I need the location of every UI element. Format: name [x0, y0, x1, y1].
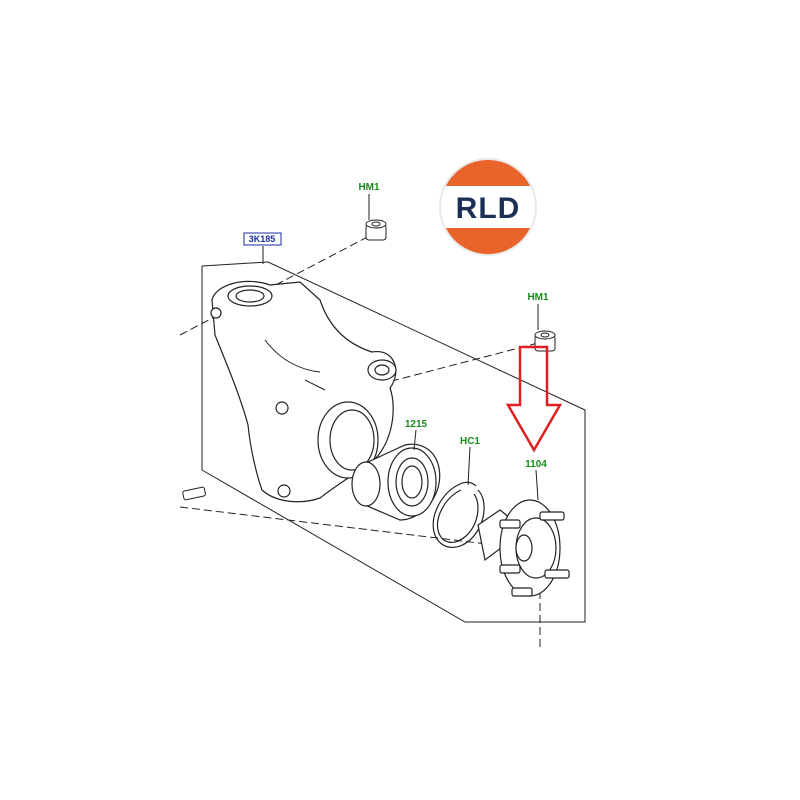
logo-text: RLD [456, 192, 521, 225]
rld-logo: RLD [439, 158, 537, 256]
svg-text:3K185: 3K185 [249, 234, 276, 244]
wheel-hub-1104[interactable] [477, 499, 570, 597]
callout-hc1[interactable]: HC1 [460, 436, 480, 447]
arrow-down-icon [505, 345, 563, 453]
hub-studs [499, 511, 570, 597]
callout-1215[interactable]: 1215 [405, 419, 428, 430]
knuckle-stud [182, 486, 206, 501]
steering-knuckle-3k185[interactable] [210, 280, 397, 503]
leader-lines [262, 194, 539, 501]
callout-3k185[interactable]: 3K185 [243, 232, 282, 246]
circlip-hc1[interactable] [432, 481, 485, 548]
wheel-bearing-1215[interactable] [351, 443, 441, 521]
callout-1104[interactable]: 1104 [525, 459, 547, 470]
callout-hm1-top[interactable]: HM1 [358, 182, 380, 193]
callout-hm1-right[interactable]: HM1 [527, 292, 549, 303]
nut-hm1-top[interactable] [365, 219, 387, 241]
